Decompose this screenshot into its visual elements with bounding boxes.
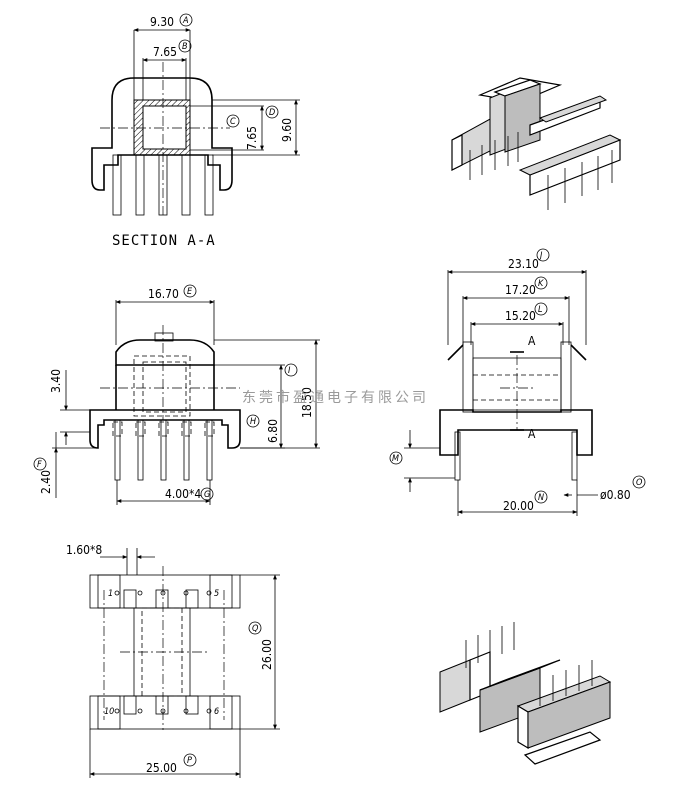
letter-g-badge: G <box>200 487 214 501</box>
letter-l-badge: L <box>534 302 548 316</box>
dim-j-value: 23.10 <box>508 257 539 271</box>
svg-text:P: P <box>187 756 192 766</box>
section-mark-top: A <box>528 334 536 348</box>
section-mark-bottom: A <box>528 427 536 441</box>
isometric-view-top <box>451 77 622 210</box>
letter-i-badge: I <box>284 363 298 377</box>
svg-text:E: E <box>187 287 193 297</box>
letter-a-badge: A <box>179 13 193 27</box>
letter-c-badge: C <box>226 114 240 128</box>
svg-text:J: J <box>538 251 543 261</box>
dim-pitch: 1.60*8 <box>66 543 102 557</box>
side-view: 23.10 J 17.20 K 15.20 L A A <box>389 248 646 516</box>
front-pins <box>112 419 215 481</box>
svg-text:K: K <box>538 279 544 289</box>
dim-g-value: 4.00*4 <box>165 487 201 501</box>
svg-text:M: M <box>392 454 399 464</box>
dim-o-value: ø0.80 <box>600 488 631 502</box>
dim-c-value: 7.65 <box>245 126 259 150</box>
dim-k-value: 17.20 <box>505 283 536 297</box>
bottom-view: 1.60*8 1 5 10 6 <box>66 543 280 778</box>
dim-p-value: 25.00 <box>146 761 177 775</box>
dim-left-small: 3.40 <box>49 369 63 393</box>
letter-f-badge: F <box>33 457 47 471</box>
svg-text:A: A <box>182 16 189 26</box>
svg-text:B: B <box>182 42 188 52</box>
letter-j-badge: J <box>536 248 550 262</box>
svg-text:N: N <box>538 493 544 503</box>
dim-f-value: 2.40 <box>39 470 53 494</box>
dim-e-value: 16.70 <box>148 287 179 301</box>
front-view: 16.70 E 4.00*4 G <box>33 284 320 505</box>
section-view: 9.30 A 7.65 B 7.65 C 9.60 D <box>91 13 300 249</box>
dim-l-value: 15.20 <box>505 309 536 323</box>
dim-d-value: 9.60 <box>280 118 294 142</box>
svg-text:Q: Q <box>252 624 259 634</box>
svg-text:C: C <box>230 117 236 127</box>
dim-b-value: 7.65 <box>153 45 177 59</box>
svg-text:H: H <box>250 417 256 427</box>
letter-d-badge: D <box>265 105 279 119</box>
pin-label-6: 6 <box>214 707 219 717</box>
dim-a-value: 9.30 <box>150 15 174 29</box>
pin-label-5: 5 <box>214 589 219 599</box>
letter-e-badge: E <box>183 284 197 298</box>
letter-n-badge: N <box>534 490 548 504</box>
svg-text:I: I <box>288 366 291 376</box>
dim-i-value: 18.50 <box>300 387 314 418</box>
dim-q-value: 26.00 <box>260 639 274 670</box>
svg-text:G: G <box>204 490 210 500</box>
company-watermark: 东莞市盈通电子有限公司 <box>242 389 429 406</box>
pin-label-10: 10 <box>104 707 114 717</box>
svg-text:O: O <box>636 478 643 488</box>
isometric-view-bottom <box>439 622 612 765</box>
letter-q-badge: Q <box>248 621 262 635</box>
section-pins <box>112 154 214 216</box>
letter-m-badge: M <box>389 451 403 465</box>
svg-text:D: D <box>269 108 275 118</box>
svg-text:L: L <box>538 305 543 315</box>
section-label: SECTION A-A <box>112 233 216 249</box>
letter-h-badge: H <box>246 414 260 428</box>
dim-h-value: 6.80 <box>266 419 280 443</box>
svg-text:F: F <box>37 460 42 470</box>
letter-k-badge: K <box>534 276 548 290</box>
letter-b-badge: B <box>178 39 192 53</box>
dim-n-value: 20.00 <box>503 499 534 513</box>
letter-o-badge: O <box>632 475 646 489</box>
letter-p-badge: P <box>183 753 197 767</box>
pin-label-1: 1 <box>108 589 113 599</box>
